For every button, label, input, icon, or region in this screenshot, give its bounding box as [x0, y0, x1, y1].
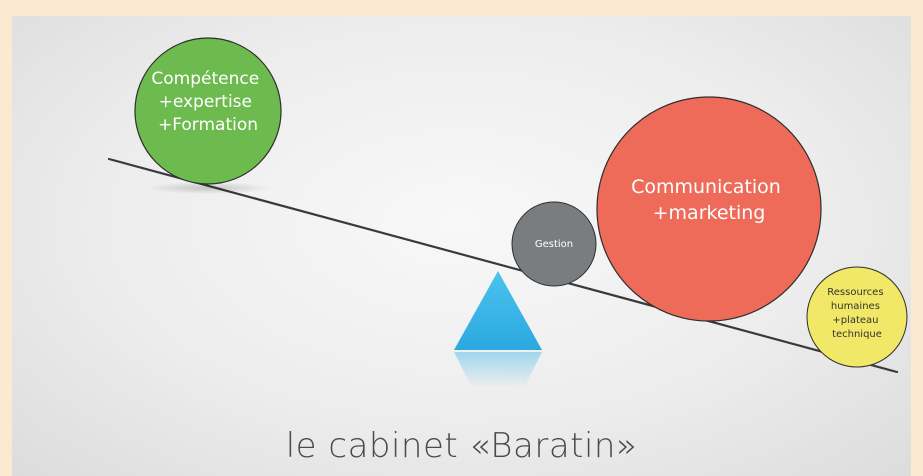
competence-circle	[134, 37, 282, 185]
slide-caption: le cabinet «Baratin»	[285, 426, 638, 466]
communication-bubble: Communication +marketing	[596, 96, 822, 322]
ressources-line-4: technique	[832, 329, 882, 340]
ressources-circle	[806, 266, 908, 368]
gestion-circle	[511, 201, 597, 287]
competence-bubble: Compétence +expertise +Formation	[134, 37, 282, 194]
ressources-line-2: humaines	[831, 301, 880, 312]
communication-line-1: Communication	[631, 176, 781, 198]
fulcrum-reflection	[454, 352, 542, 388]
communication-circle	[596, 96, 822, 322]
slide-canvas: Compétence +expertise +Formation Gestion…	[12, 16, 911, 476]
fulcrum-triangle	[454, 271, 542, 350]
competence-line-3: +Formation	[158, 115, 258, 135]
balance-diagram: Compétence +expertise +Formation Gestion…	[107, 37, 908, 388]
svg-text:Gestion: Gestion	[535, 239, 573, 250]
ressources-line-3: +plateau	[832, 315, 878, 326]
competence-line-1: Compétence	[151, 69, 259, 89]
svg-text:Ressources humaines: Ressources humaines +plateau technique	[827, 287, 886, 340]
ressources-bubble: Ressources humaines +plateau technique	[806, 266, 908, 368]
ressources-line-1: Ressources	[827, 287, 883, 298]
balance-beam	[107, 157, 899, 374]
communication-line-2: +marketing	[653, 202, 766, 224]
competence-line-2: +expertise	[159, 92, 252, 112]
svg-text:Communication +marke: Communication +marketing	[631, 176, 787, 224]
svg-text:Compétence +expertis: Compétence +expertise +Formation	[151, 69, 264, 135]
gestion-bubble: Gestion	[511, 201, 597, 287]
gestion-label: Gestion	[535, 239, 573, 250]
